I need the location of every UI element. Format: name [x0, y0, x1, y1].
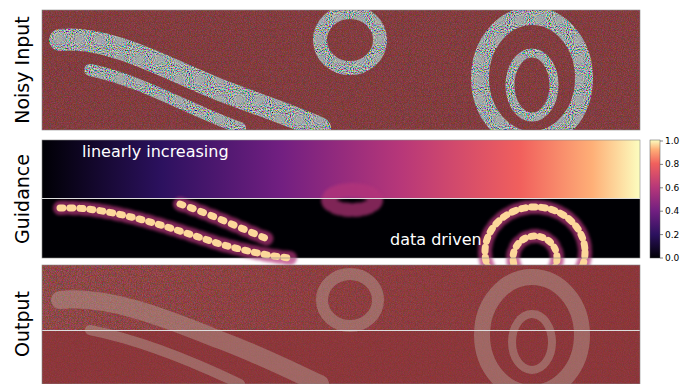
row-label: Noisy Input — [11, 16, 33, 124]
tick-label: 0.4 — [665, 206, 679, 216]
noisy-pattern — [42, 10, 640, 130]
panel-caption: linearly increasing — [82, 142, 229, 161]
linear-guidance-panel: linearly increasing — [42, 140, 640, 198]
tick-label: 1.0 — [665, 136, 679, 146]
colorbar — [650, 140, 660, 258]
noisy-image — [42, 10, 640, 130]
tick-label: 0.2 — [665, 230, 679, 240]
output-image — [42, 265, 640, 384]
tick-label: 0.8 — [665, 159, 679, 169]
panel-caption: data driven — [390, 230, 482, 249]
noise-texture — [42, 10, 640, 130]
tick-label: 0.0 — [665, 253, 679, 263]
output-pattern — [42, 265, 640, 384]
row-label: Guidance — [11, 154, 33, 244]
tick-label: 0.6 — [665, 183, 679, 193]
row-label: Output — [11, 291, 33, 357]
data-guidance-panel: data driven — [42, 199, 640, 258]
